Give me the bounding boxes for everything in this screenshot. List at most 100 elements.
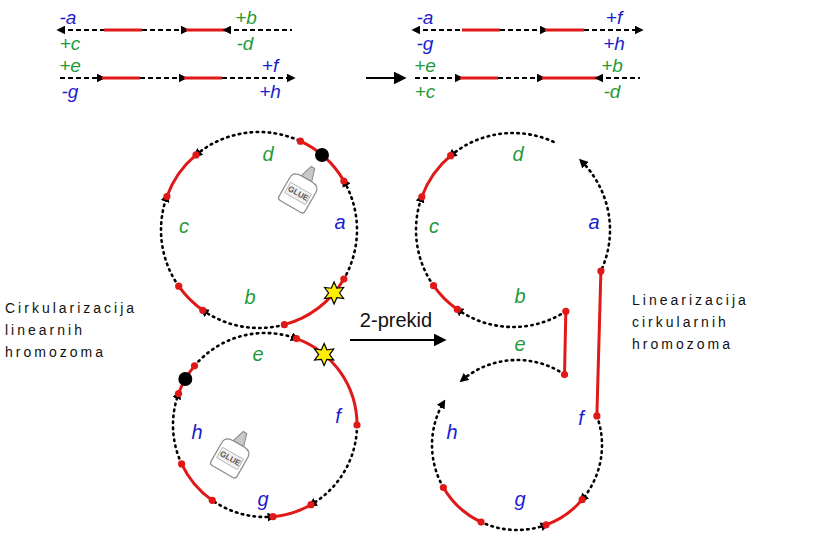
gene-segment [584,29,640,31]
gene-segment [142,29,186,31]
gene-label-holder: -a [417,8,434,27]
gene-label-holder: +c [415,82,436,101]
gene-segment [140,77,184,79]
operation-label-holder: 2-prekid [360,310,432,330]
adjacency-dot [542,521,549,528]
adjacency-dot [269,513,276,520]
gene-name: g [514,489,525,509]
gene-label: +e [59,56,81,75]
gene-arc [311,425,357,505]
gene-name: h [191,422,202,442]
intergenic-arc [434,286,458,310]
gene-label: +b [601,56,623,75]
gene-label-holder: +e [414,56,436,75]
side-note: Cirkularizacija linearnih hromozoma [5,297,180,363]
cut-star [325,282,344,304]
gene-segment [60,29,104,31]
gene-name: a [588,212,599,232]
intergenic-segment [462,29,500,32]
intergenic-segment [104,29,142,32]
new-adjacency [597,271,601,416]
intergenic-segment [186,29,226,32]
adjacency-dot [175,390,182,397]
gene-name: c [179,216,189,236]
adjacency-dot [191,362,198,369]
glue-point [315,148,329,162]
gene-label: -a [60,8,77,27]
adjacency-dot [454,306,461,313]
intergenic-segment [102,77,140,80]
circular-chromosomes [161,132,610,530]
gene-name: c [429,216,439,236]
gene-segment [226,29,292,31]
operation-label: 2-prekid [360,310,432,330]
gene-arc [457,309,565,327]
adjacency-dot [281,321,288,328]
intergenic-arc [182,464,213,500]
gene-arc [451,133,554,156]
gene-label-holder: -d [604,82,621,101]
adjacency-dot [430,282,437,289]
adjacency-dot [593,412,600,419]
adjacency-dot [477,518,484,525]
adjacency-dot [340,275,347,282]
gene-label-holder: +b [235,8,257,27]
gene-arc [582,416,602,500]
intergenic-segment [184,77,222,80]
gene-name-holder: f [578,408,584,428]
gene-name-holder: h [446,422,457,442]
side-note-holder: Cirkularizacija linearnih hromozoma [5,297,180,363]
gene-name: d [512,144,523,164]
gene-arc [203,310,285,328]
gene-segment [415,29,462,31]
gene-name-holder: h [191,422,202,442]
gene-name-holder: d [262,144,273,164]
gene-name-holder: a [588,212,599,232]
adjacency-dot [562,308,569,315]
adjacency-dot [561,371,568,378]
adjacency-dot [418,193,425,200]
gene-name: a [334,212,345,232]
gene-arc [196,132,300,155]
bottle-text-holder: GLUE [218,450,241,468]
gene-arc [432,403,443,488]
gene-label: +f [262,56,278,75]
intergenic-arc [273,505,311,517]
gene-label-holder: +f [262,56,278,75]
gene-label-holder: -g [417,34,434,53]
gene-arc [582,161,610,271]
gene-label: -a [417,8,434,27]
adjacency-dot [192,151,199,158]
two-break-arrow [350,339,444,341]
gene-name-holder: a [334,212,345,232]
gene-name-holder: d [512,144,523,164]
gene-name: e [514,334,525,354]
intergenic-arc [422,156,451,197]
bottle-text: GLUE [218,450,241,468]
intergenic-arc [167,155,196,197]
gene-arc [161,196,179,286]
gene-label: +f [606,8,622,27]
gene-name-holder: b [514,286,525,306]
adjacency-dot [579,496,586,503]
gene-label: +h [259,82,281,101]
cut-star [315,344,334,366]
gene-name-holder: e [514,334,525,354]
linear-chromosomes [60,30,640,78]
glue-bottle [210,425,258,479]
transform-arrow [366,77,404,79]
adjacency-dot [340,177,347,184]
adjacency-dot [199,307,206,314]
gene-label: +c [60,34,81,53]
gene-label-holder: -d [237,34,254,53]
gene-segment [500,29,545,31]
gene-label-holder: +e [59,56,81,75]
gene-name-holder: g [257,489,268,509]
gene-label-holder: -a [60,8,77,27]
adjacency-dot [175,283,182,290]
gene-name: f [335,406,341,426]
adjacency-dot [447,152,454,159]
intergenic-segment [545,29,584,32]
